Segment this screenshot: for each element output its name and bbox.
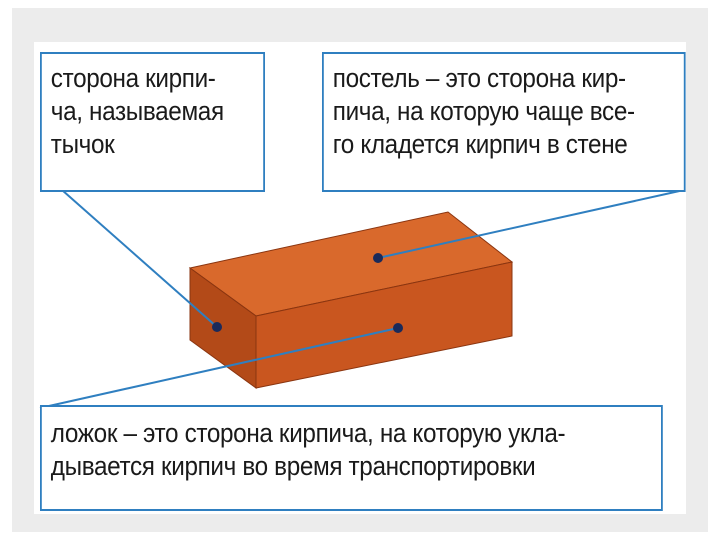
callout-tychok-line: тычок	[50, 129, 115, 159]
callout-tychok: сторона кирпи- ча, называемая тычок	[40, 52, 265, 192]
marker-dot-postel	[373, 253, 383, 263]
callout-lozhok-line: ложок – это сторона кирпича, на которую …	[50, 418, 566, 448]
brick-side-face	[255, 261, 513, 389]
callout-postel-line: постель – это сторона кир-	[332, 63, 626, 93]
callout-lozhok-line: дывается кирпич во время транспортировки	[50, 451, 536, 481]
callout-postel-line: го кладется кирпич в стене	[332, 129, 628, 159]
callout-postel-line: пича, на которую чаще все-	[332, 96, 635, 126]
marker-dot-tychok	[212, 322, 222, 332]
callout-tychok-line: сторона кирпи-	[50, 63, 216, 93]
callout-lozhok: ложок – это сторона кирпича, на которую …	[40, 405, 663, 511]
leader-line-postel	[377, 189, 685, 259]
callout-tychok-line: ча, называемая	[50, 96, 224, 126]
leader-line-tychok	[61, 189, 218, 328]
leader-line-lozhok	[39, 327, 399, 409]
callout-postel: постель – это сторона кир- пича, на кото…	[322, 52, 686, 192]
marker-dot-lozhok	[393, 323, 403, 333]
